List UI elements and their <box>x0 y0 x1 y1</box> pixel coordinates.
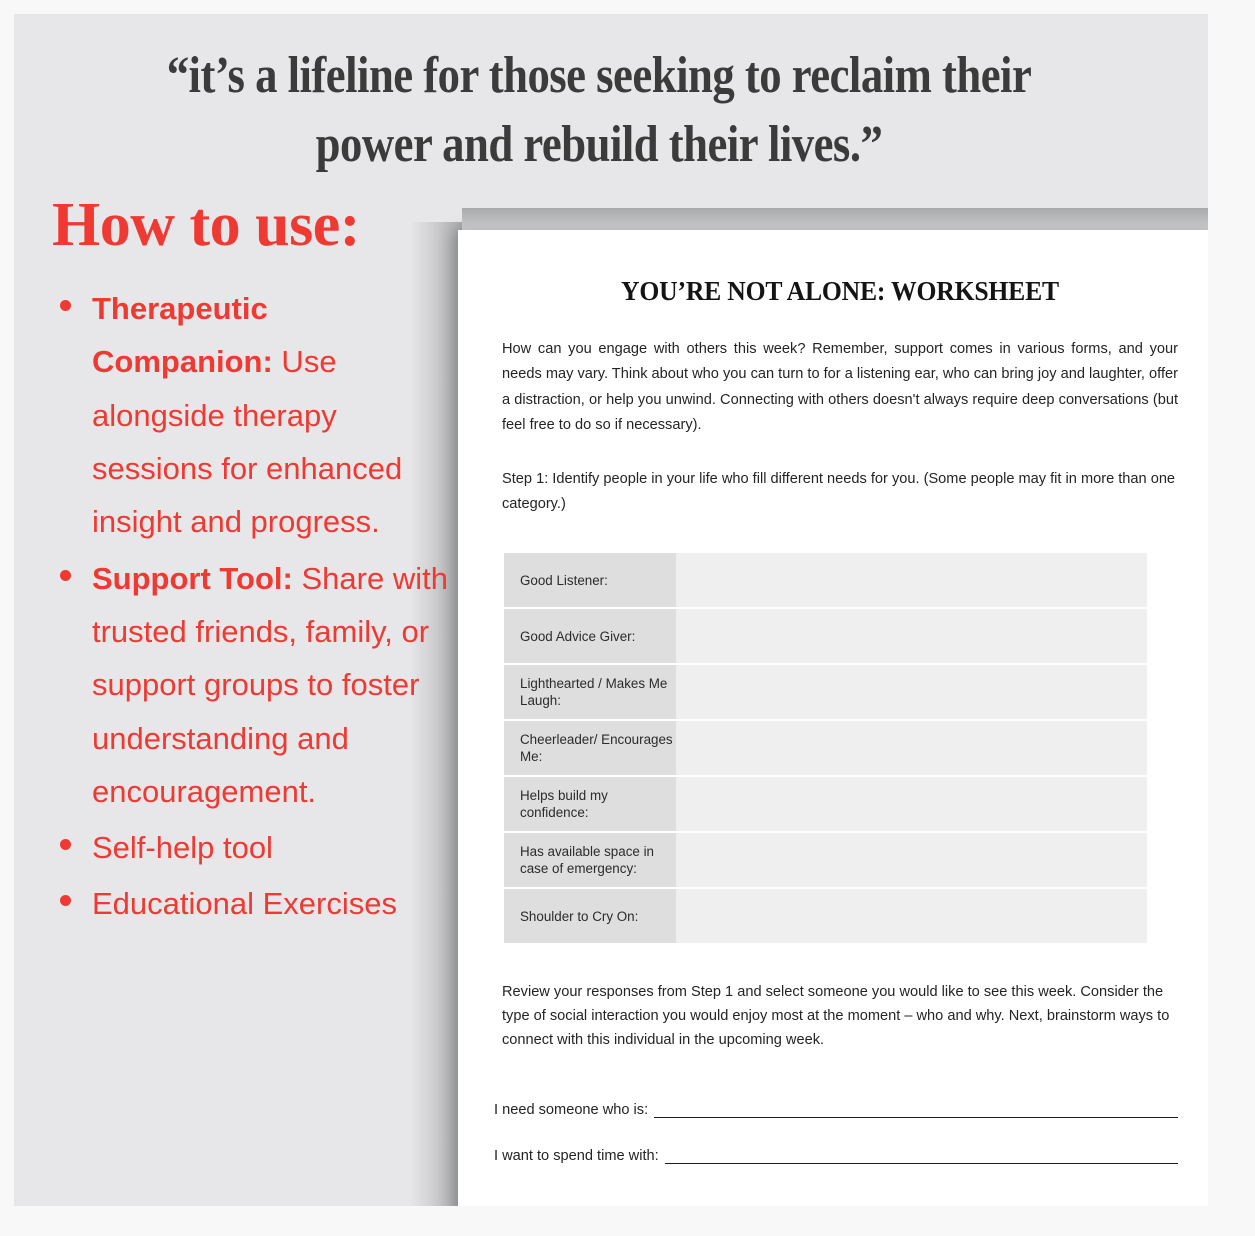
table-row-label: Good Advice Giver: <box>504 609 676 664</box>
table-row-label: Shoulder to Cry On: <box>504 889 676 944</box>
bullet-dot-icon <box>60 895 71 907</box>
worksheet-page: YOU’RE NOT ALONE: WORKSHEET How can you … <box>458 230 1208 1206</box>
table-row: Helps build my confidence: <box>504 777 1147 832</box>
worksheet-preview: YOU’RE NOT ALONE: WORKSHEET How can you … <box>410 208 1208 1206</box>
list-item-body: Self-help tool <box>92 830 273 866</box>
promo-card: “it’s a lifeline for those seeking to re… <box>14 14 1208 1206</box>
fill-in-rule[interactable] <box>654 1104 1178 1119</box>
list-item-body: Educational Exercises <box>92 886 397 922</box>
list-item: Therapeutic Companion: Use alongside the… <box>50 282 450 549</box>
table-row-answer-field[interactable] <box>676 665 1147 720</box>
table-row-answer-field[interactable] <box>676 553 1147 608</box>
list-item-lead: Therapeutic Companion: <box>92 291 273 380</box>
worksheet-title: YOU’RE NOT ALONE: WORKSHEET <box>621 276 1059 306</box>
table-row-label: Lighthearted / Makes Me Laugh: <box>504 665 676 720</box>
table-row-label: Cheerleader/ Encourages Me: <box>504 721 676 776</box>
worksheet-review-paragraph: Review your responses from Step 1 and se… <box>502 984 1170 1048</box>
bullet-dot-icon <box>60 569 71 581</box>
table-row-label: Has available space in case of emergency… <box>504 833 676 888</box>
table-row: Lighthearted / Makes Me Laugh: <box>504 665 1147 720</box>
fill-in-label: I need someone who is: <box>494 1102 649 1119</box>
table-row: Good Listener: <box>504 553 1147 608</box>
headline-quote: “it’s a lifeline for those seeking to re… <box>166 47 1032 173</box>
list-item-body: Use alongside therapy sessions for enhan… <box>92 344 403 540</box>
how-to-use-heading: How to use: <box>52 191 360 259</box>
table-row: Cheerleader/ Encourages Me: <box>504 721 1147 776</box>
list-item-lead: Support Tool: <box>92 560 293 596</box>
how-to-use-list: Therapeutic Companion: Use alongside the… <box>50 282 450 934</box>
fill-in-rule[interactable] <box>664 1150 1178 1165</box>
bullet-dot-icon <box>60 839 71 851</box>
table-row-answer-field[interactable] <box>676 889 1147 944</box>
list-item: Self-help tool <box>50 821 450 874</box>
table-row: Good Advice Giver: <box>504 609 1147 664</box>
fill-in-label: I want to spend time with: <box>494 1148 659 1165</box>
list-item: Educational Exercises <box>50 877 450 930</box>
fill-in-row: I want to spend time with: <box>494 1148 1178 1165</box>
worksheet-step1-instruction: Step 1: Identify people in your life who… <box>502 470 1176 512</box>
table-row-answer-field[interactable] <box>676 777 1147 832</box>
needs-table: Good Listener: Good Advice Giver: Lighth… <box>504 551 1147 945</box>
table-row: Has available space in case of emergency… <box>504 833 1147 888</box>
table-row-answer-field[interactable] <box>676 833 1147 888</box>
fill-in-row: I need someone who is: <box>494 1102 1178 1119</box>
worksheet-backing-page-top <box>462 208 1208 234</box>
table-row-answer-field[interactable] <box>676 721 1147 776</box>
table-row-label: Helps build my confidence: <box>504 777 676 832</box>
worksheet-fill-in-lines: I need someone who is: I want to spend t… <box>494 1102 1178 1165</box>
table-row: Shoulder to Cry On: <box>504 889 1147 944</box>
table-row-answer-field[interactable] <box>676 609 1147 664</box>
worksheet-intro-paragraph: How can you engage with others this week… <box>502 341 1178 434</box>
list-item-body: Share with trusted friends, family, or s… <box>92 560 448 809</box>
table-row-label: Good Listener: <box>504 553 676 608</box>
list-item: Support Tool: Share with trusted friends… <box>50 552 450 819</box>
worksheet-backing-page-left <box>410 222 462 1206</box>
bullet-dot-icon <box>60 300 71 311</box>
